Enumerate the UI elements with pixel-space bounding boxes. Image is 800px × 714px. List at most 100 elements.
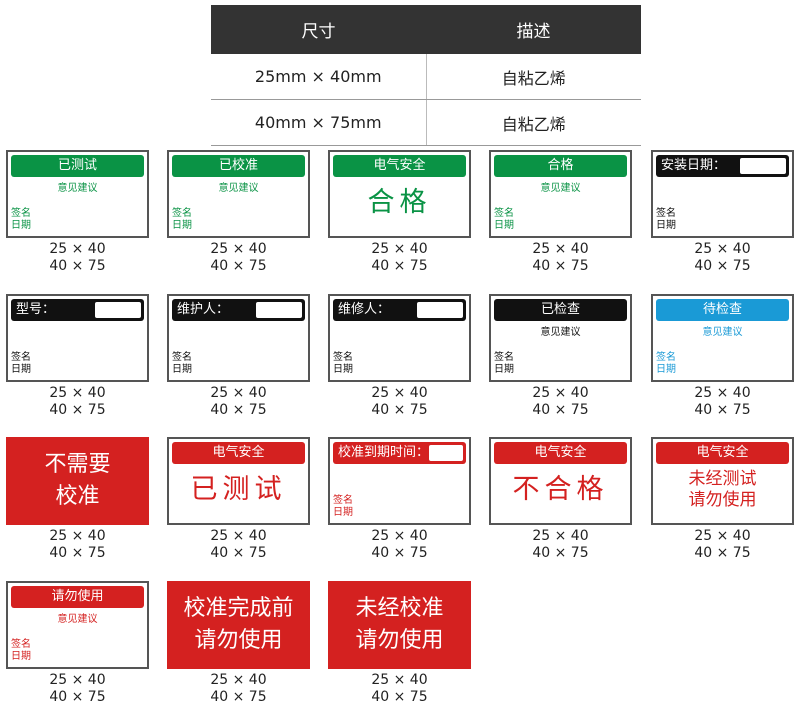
sign-line: 日期 [656, 364, 676, 375]
label-title: 电气安全 [172, 442, 305, 464]
size-small: 25 × 40 [49, 241, 106, 257]
blank-field [256, 302, 302, 318]
sign-line: 签名 [11, 208, 31, 219]
label-card: 电气安全未经测试 请勿使用 [651, 437, 794, 525]
sign-line: 签名 [494, 352, 514, 363]
sign-date: 签名日期 [494, 208, 524, 232]
size-small: 25 × 40 [532, 241, 589, 257]
label-card: 维护人： 签名日期 [167, 294, 310, 382]
label-title: 已测试 [11, 155, 144, 177]
size-large: 40 × 75 [49, 545, 106, 561]
label-title-text: 已校准 [218, 158, 258, 173]
sign-line: 日期 [11, 364, 31, 375]
sign-line: 签名 [172, 208, 192, 219]
size-large: 40 × 75 [210, 402, 267, 418]
label-card: 型号：签名日期 [6, 294, 149, 382]
size-small: 25 × 40 [49, 385, 106, 401]
label-card: 电气安全不合格 [489, 437, 632, 525]
label-title: 电气安全 [494, 442, 627, 464]
size-large: 40 × 75 [49, 689, 106, 705]
sign-line: 日期 [656, 220, 676, 231]
header-size: 尺寸 [211, 5, 426, 54]
sign-line: 日期 [333, 507, 353, 518]
sign-line: 日期 [494, 220, 514, 231]
label-title-text: 电气安全 [373, 158, 426, 173]
label-card: 未经校准 请勿使用 [328, 581, 471, 669]
size-small: 25 × 40 [371, 528, 428, 544]
size-large: 40 × 75 [210, 258, 267, 274]
size-small: 25 × 40 [49, 672, 106, 688]
sign-date: 签名日期 [656, 208, 686, 232]
label-title: 型号： [11, 299, 144, 321]
size-small: 25 × 40 [210, 241, 267, 257]
label-subtitle: 意见建议 [540, 183, 581, 194]
sign-line: 签名 [656, 208, 676, 219]
label-card: 维修人：签名日期 [328, 294, 471, 382]
label-title: 校准到期时间： [333, 442, 466, 464]
cell: 自粘乙烯 [425, 99, 641, 146]
size-small: 25 × 40 [532, 528, 589, 544]
sign-line: 日期 [11, 651, 31, 662]
size-large: 40 × 75 [371, 689, 428, 705]
label-title: 请勿使用 [11, 586, 144, 608]
label-big-text: 合格 [367, 187, 432, 218]
label-title-text: 型号： [16, 302, 56, 317]
cell: 25mm × 40mm [211, 54, 426, 100]
sign-date: 签名日期 [494, 352, 524, 376]
label-card: 待检查意见建议签名日期 [651, 294, 794, 382]
label-subtitle: 意见建议 [702, 327, 743, 338]
label-title-text: 待检查 [702, 302, 742, 317]
label-title-text: 电气安全 [696, 445, 749, 460]
size-small: 25 × 40 [371, 241, 428, 257]
sign-line: 签名 [333, 352, 353, 363]
size-small: 25 × 40 [694, 241, 751, 257]
size-large: 40 × 75 [371, 258, 428, 274]
label-big-text: 已测试 [190, 474, 287, 505]
size-small: 25 × 40 [694, 385, 751, 401]
sign-date: 签名日期 [333, 352, 363, 376]
label-title: 维护人： [172, 299, 305, 321]
size-small: 25 × 40 [210, 528, 267, 544]
size-large: 40 × 75 [49, 402, 106, 418]
label-card: 电气安全已测试 [167, 437, 310, 525]
label-card: 已校准意见建议签名日期 [167, 150, 310, 238]
label-title: 电气安全 [333, 155, 466, 177]
cell: 40mm × 75mm [211, 99, 426, 146]
size-large: 40 × 75 [49, 258, 106, 274]
sign-date: 签名日期 [333, 495, 363, 519]
header-desc: 描述 [426, 5, 641, 54]
size-large: 40 × 75 [694, 258, 751, 274]
label-card: 合格意见建议签名日期 [489, 150, 632, 238]
label-title-text: 已测试 [57, 158, 97, 173]
size-large: 40 × 75 [694, 402, 751, 418]
sign-date: 签名日期 [172, 352, 202, 376]
size-small: 25 × 40 [694, 528, 751, 544]
label-title: 已校准 [172, 155, 305, 177]
label-card: 校准完成前 请勿使用 [167, 581, 310, 669]
sign-line: 签名 [494, 208, 514, 219]
sign-line: 日期 [11, 220, 31, 231]
